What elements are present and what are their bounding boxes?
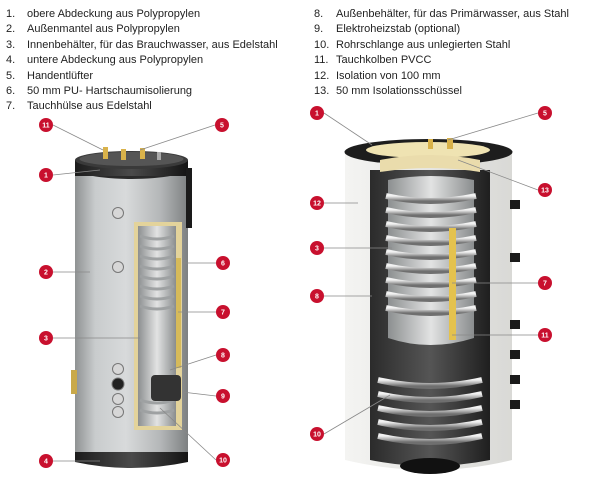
legend-item: 2.Außenmantel aus Polypropylen — [6, 23, 180, 36]
svg-text:3: 3 — [315, 246, 319, 253]
callout-badge: 7 — [216, 305, 230, 319]
immersion-rod — [449, 228, 456, 340]
legend-item: 4.untere Abdeckung aus Polypropylen — [6, 54, 204, 67]
callout-badge: 4 — [39, 454, 53, 468]
left-callout-lines — [52, 124, 217, 462]
callout-badge: 5 — [215, 118, 229, 132]
svg-text:7: 7 — [221, 310, 225, 317]
port — [112, 406, 124, 418]
immersion-sleeve — [176, 258, 181, 368]
svg-text:5: 5 — [220, 123, 224, 130]
svg-text:4: 4 — [44, 459, 48, 466]
port — [112, 393, 124, 405]
port — [111, 377, 125, 391]
svg-text:8: 8 — [221, 353, 225, 360]
svg-text:10: 10 — [219, 458, 227, 465]
callout-badge: 5 — [538, 106, 552, 120]
legend-item: 6.50 mm PU- Hartschaumisolierung — [6, 85, 193, 98]
callout-badge: 1 — [39, 168, 53, 182]
callout-badge: 3 — [310, 241, 324, 255]
svg-text:2: 2 — [44, 270, 48, 277]
legend-item: 12.Isolation von 100 mm — [314, 69, 441, 82]
legend-item: 3.Innenbehälter, für das Brauchwasser, a… — [6, 38, 278, 51]
callout-badge: 13 — [538, 183, 552, 197]
legend-item: 9.Elektroheizstab (optional) — [314, 23, 461, 36]
fitting-pipe — [121, 149, 126, 160]
callout-badge: 11 — [538, 328, 552, 342]
legend-item: 11.Tauchkolben PVCC — [314, 54, 432, 67]
svg-text:10: 10 — [313, 432, 321, 439]
svg-text:7: 7 — [543, 281, 547, 288]
svg-text:9: 9 — [221, 394, 225, 401]
heating-element — [151, 375, 181, 401]
fitting-pipe — [428, 139, 433, 149]
right-callout-lines — [323, 112, 539, 435]
right-callouts: 1 5 13 12 3 7 8 11 10 — [310, 106, 552, 441]
port — [112, 207, 124, 219]
callout-badge: 1 — [310, 106, 324, 120]
callout-badge: 10 — [310, 427, 324, 441]
bottom-cover — [75, 452, 188, 468]
svg-text:13: 13 — [541, 188, 549, 195]
callout-badge: 7 — [538, 276, 552, 290]
svg-text:11: 11 — [42, 123, 50, 130]
callout-badge: 8 — [310, 289, 324, 303]
legend-item: 7.Tauchhülse aus Edelstahl — [6, 100, 152, 113]
port — [112, 363, 124, 375]
legend-left: 1.obere Abdeckung aus Polypropylen 2.Auß… — [6, 7, 306, 115]
svg-text:1: 1 — [315, 111, 319, 118]
svg-text:1: 1 — [44, 173, 48, 180]
port — [112, 261, 124, 273]
svg-text:5: 5 — [543, 111, 547, 118]
svg-text:11: 11 — [541, 333, 549, 340]
callout-badge: 12 — [310, 196, 324, 210]
left-callouts: 11 5 1 6 2 7 3 8 9 4 10 — [39, 118, 230, 468]
fitting-pipe — [157, 152, 161, 160]
callout-badge: 9 — [216, 389, 230, 403]
callout-badge: 2 — [39, 265, 53, 279]
fitting-pipe — [447, 138, 453, 149]
legend-item: 10.Rohrschlange aus unlegierten Stahl — [314, 38, 511, 51]
left-tank — [71, 147, 192, 468]
coil-lower — [377, 377, 483, 445]
callout-badge: 11 — [39, 118, 53, 132]
coil-upper — [385, 193, 477, 316]
legend-right: 8.Außenbehälter, für das Primärwasser, a… — [314, 7, 598, 99]
legend-item: 13.50 mm Isolationsschüssel — [314, 85, 462, 98]
right-tank — [344, 138, 520, 474]
legend-item: 5.Handentlüfter — [6, 69, 94, 82]
callout-badge: 10 — [216, 453, 230, 467]
svg-text:12: 12 — [313, 201, 321, 208]
callout-badge: 3 — [39, 331, 53, 345]
fitting-pipe — [140, 148, 145, 159]
fitting-pipe — [103, 147, 108, 159]
insulation-bowl — [366, 142, 490, 158]
side-ports — [510, 200, 520, 409]
callout-badge: 8 — [216, 348, 230, 362]
coil — [139, 234, 175, 415]
legend-item: 8.Außenbehälter, für das Primärwasser, a… — [314, 8, 569, 20]
svg-text:6: 6 — [221, 261, 225, 268]
legend-item: 1.obere Abdeckung aus Polypropylen — [6, 8, 201, 20]
svg-text:8: 8 — [315, 294, 319, 301]
svg-text:3: 3 — [44, 336, 48, 343]
callout-badge: 6 — [216, 256, 230, 270]
